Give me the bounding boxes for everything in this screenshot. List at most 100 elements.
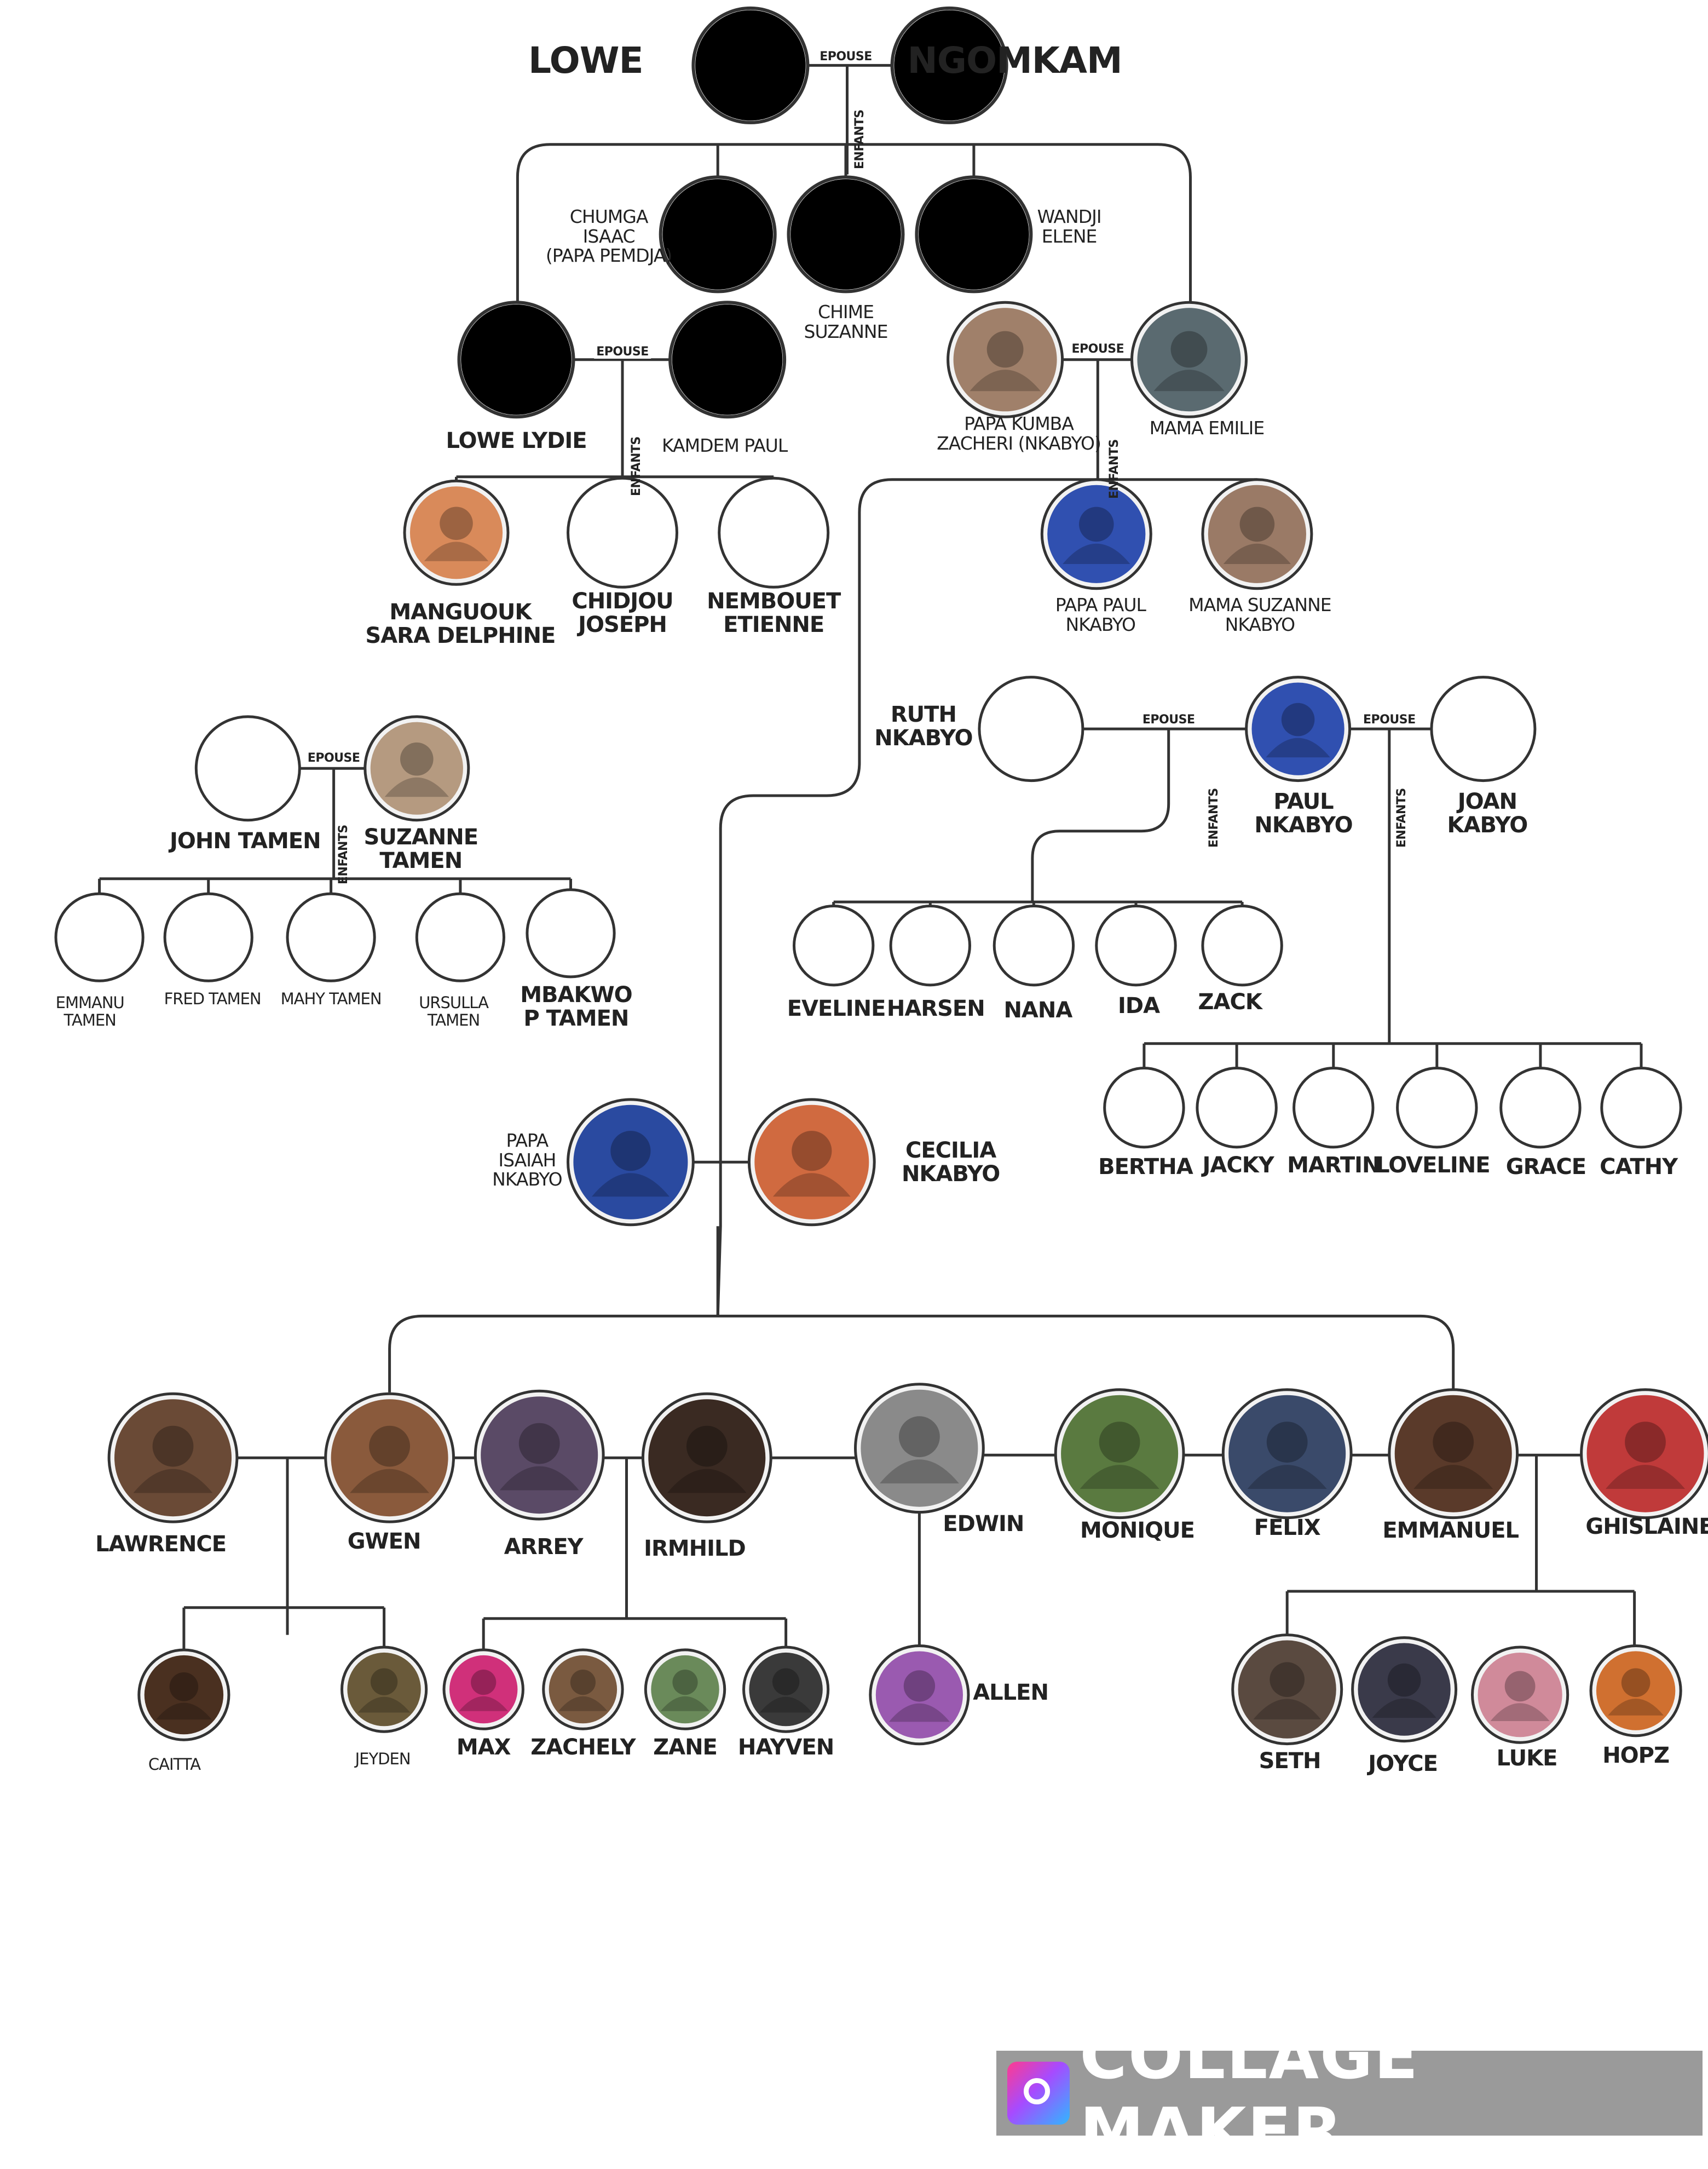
portrait-body-icon xyxy=(759,1696,812,1713)
portrait-body-icon xyxy=(660,1696,710,1711)
portrait-head-icon xyxy=(1621,1668,1651,1698)
portrait-head-icon xyxy=(1270,1662,1305,1697)
name-label-ida: IDA xyxy=(1117,993,1160,1019)
avatar-harsen xyxy=(889,905,972,987)
children-link-label: ENFANTS xyxy=(1107,439,1122,499)
name-label-eveline: EVELINE xyxy=(787,996,886,1022)
spouse-link-label: EPOUSE xyxy=(305,751,362,765)
portrait-head-icon xyxy=(903,1670,936,1702)
portrait-head-icon xyxy=(1170,331,1208,368)
avatar-photo-cecilia xyxy=(754,1104,869,1219)
portrait-head-icon xyxy=(1281,703,1315,737)
avatar-photo-monique xyxy=(1061,1395,1179,1512)
avatar-loveline xyxy=(1396,1067,1478,1149)
children-link-label: ENFANTS xyxy=(1395,788,1409,848)
portrait-body-icon xyxy=(667,1469,747,1493)
name-label-caitta: CAITTA xyxy=(148,1755,201,1774)
portrait-body-icon xyxy=(970,370,1041,392)
name-label-zack: ZACK xyxy=(1198,989,1262,1015)
portrait-head-icon xyxy=(440,507,473,540)
avatar-martin xyxy=(1292,1067,1375,1149)
name-label-irmhild: IRMHILD xyxy=(644,1535,746,1561)
portrait-head-icon xyxy=(169,1672,199,1701)
portrait-body-icon xyxy=(1608,1698,1664,1716)
portrait-body-icon xyxy=(499,1466,579,1491)
portrait-body-icon xyxy=(1223,543,1291,565)
portrait-body-icon xyxy=(888,1703,950,1722)
portrait-body-icon xyxy=(384,777,449,797)
avatar-photo-luke xyxy=(1478,1653,1562,1737)
avatar-photo-hayven xyxy=(749,1652,823,1727)
name-label-emmanuel: EMMANUEL xyxy=(1382,1518,1519,1544)
portrait-head-icon xyxy=(899,1416,940,1458)
avatar-grace xyxy=(1499,1067,1582,1149)
spouse-link-label: EPOUSE xyxy=(1069,342,1127,356)
avatar-photo-zachely xyxy=(549,1655,618,1724)
spouse-link-label: EPOUSE xyxy=(1361,713,1418,727)
portrait-head-icon xyxy=(792,1131,832,1171)
name-label-nana: NANA xyxy=(1003,997,1072,1023)
name-label-hayven: HAYVEN xyxy=(737,1734,834,1760)
name-label-lydie: LOWE LYDIE xyxy=(446,428,587,453)
name-label-gwen: GWEN xyxy=(347,1529,422,1554)
name-label-zachely: ZACHELY xyxy=(530,1734,636,1760)
avatar-photo-emmanuel xyxy=(1394,1395,1512,1512)
portrait-body-icon xyxy=(558,1696,608,1711)
avatar-cathy xyxy=(1600,1067,1682,1149)
avatar-photo-paul_papa xyxy=(1047,485,1146,583)
portrait-head-icon xyxy=(518,1423,560,1464)
name-label-mbakwo: MBAKWO P TAMEN xyxy=(520,982,632,1032)
spouse-link-label: EPOUSE xyxy=(817,49,874,64)
portrait-head-icon xyxy=(1266,1422,1308,1463)
avatar-layer xyxy=(54,6,1708,1746)
name-label-mahy: MAHY TAMEN xyxy=(280,989,382,1008)
avatar-zack xyxy=(1201,905,1283,987)
name-label-paul_papa: PAPA PAUL NKABYO xyxy=(1055,594,1146,635)
portrait-head-icon xyxy=(1387,1663,1421,1697)
name-label-cathy: CATHY xyxy=(1600,1154,1678,1180)
avatar-nana xyxy=(993,905,1075,987)
name-label-harsen: HARSEN xyxy=(886,996,985,1022)
avatar-eveline xyxy=(793,905,875,987)
connector-line xyxy=(1031,729,1170,902)
children-link-label: ENFANTS xyxy=(337,825,350,884)
portrait-body-icon xyxy=(1153,370,1225,392)
name-label-max: MAX xyxy=(456,1734,511,1760)
avatar-ursulla xyxy=(415,892,506,982)
avatar-joan xyxy=(1430,676,1537,783)
avatar-photo-seth xyxy=(1238,1640,1336,1739)
name-label-nembouet: NEMBOUET ETIENNE xyxy=(707,589,841,638)
name-label-ngomkam: NGOMKAM xyxy=(907,39,1123,82)
avatar-photo-ghislaine xyxy=(1586,1395,1704,1512)
avatar-john xyxy=(194,715,301,822)
name-label-martin: MARTIN xyxy=(1287,1153,1380,1178)
portrait-body-icon xyxy=(424,542,489,561)
name-label-chidjou: CHIDJOU JOSEPH xyxy=(572,589,673,638)
avatar-ida xyxy=(1095,905,1177,987)
portrait-body-icon xyxy=(1490,1703,1550,1721)
avatar-bertha xyxy=(1103,1067,1185,1149)
portrait-head-icon xyxy=(1079,507,1114,542)
name-label-ursulla: URSULLA TAMEN xyxy=(419,993,489,1029)
name-label-chumga: CHUMGA ISAAC (PAPA PEMDJA) xyxy=(545,206,672,267)
avatar-photo-suzanne_mama xyxy=(1208,485,1306,583)
portrait-head-icon xyxy=(1239,507,1275,542)
avatar-photo-kumba xyxy=(953,308,1057,412)
avatar-photo-arrey xyxy=(481,1396,598,1514)
name-label-seth: SETH xyxy=(1259,1748,1322,1774)
avatar-photo-chumga xyxy=(662,179,773,290)
avatar-photo-emilie xyxy=(1137,308,1241,412)
avatar-photo-isaiah xyxy=(573,1104,688,1219)
avatar-photo-kamdem xyxy=(672,304,783,415)
avatar-emmanu xyxy=(54,892,145,982)
children-link-label: ENFANTS xyxy=(629,436,643,496)
portrait-head-icon xyxy=(570,1670,596,1695)
collage-maker-logo-icon xyxy=(1007,2062,1070,2125)
portrait-head-icon xyxy=(1504,1671,1536,1702)
portrait-body-icon xyxy=(155,1702,212,1720)
portrait-body-icon xyxy=(459,1696,508,1711)
name-label-lowe: LOWE xyxy=(528,39,644,82)
portrait-body-icon xyxy=(1372,1698,1436,1718)
avatar-photo-caitta xyxy=(144,1655,224,1735)
name-label-allen: ALLEN xyxy=(973,1680,1049,1706)
